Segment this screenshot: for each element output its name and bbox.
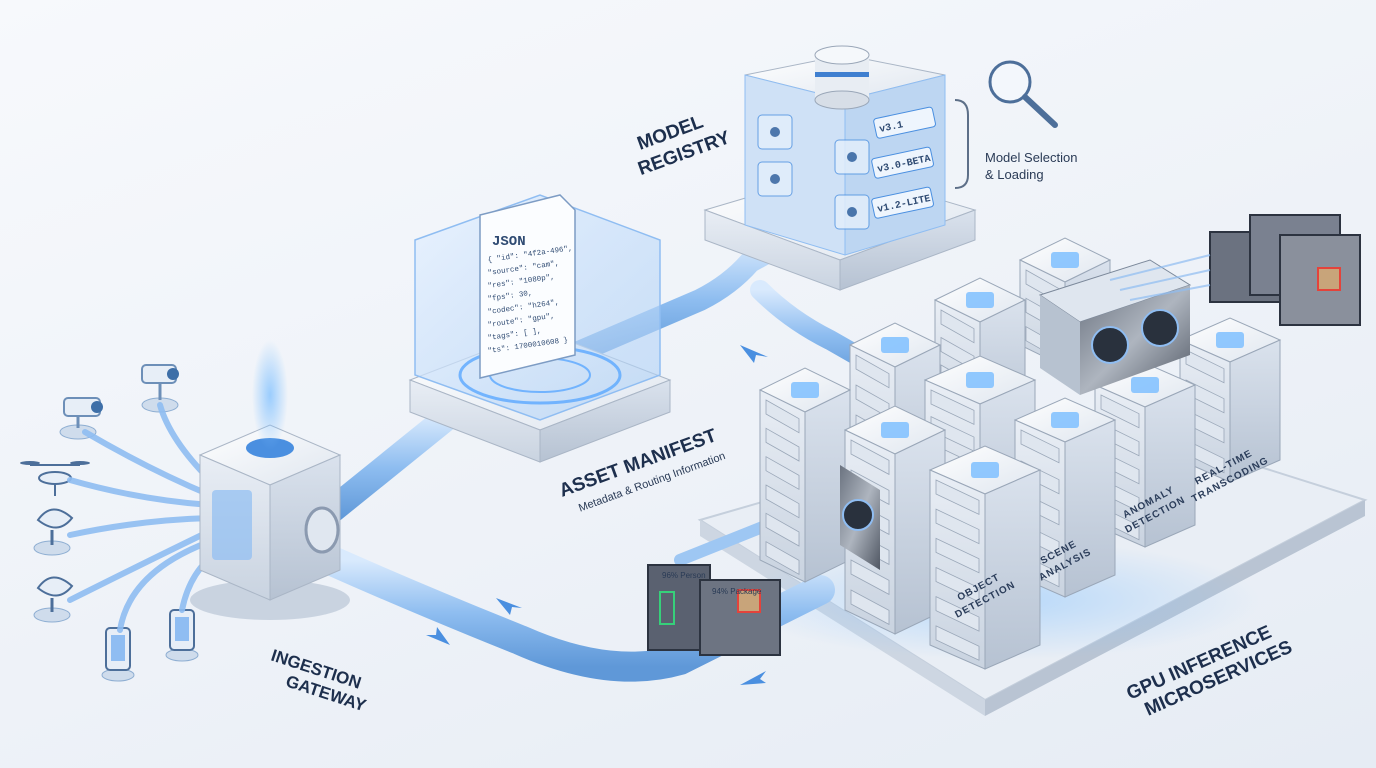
ingestion-gateway [190, 340, 350, 620]
video-frames-in: 96% Person 94% Package [647, 564, 781, 656]
video-frames-out [1109, 214, 1361, 326]
model-version-tag: v3.1 [879, 120, 905, 136]
camera-icon [59, 397, 103, 440]
server-rack [928, 445, 1042, 670]
model-selection-line1: Model Selection [985, 150, 1078, 165]
model-selection-line2: & Loading [985, 167, 1044, 182]
database-icon [814, 45, 870, 110]
video-frame [699, 579, 781, 656]
video-frame-label: 96% Person [662, 571, 706, 580]
magnifier-icon [988, 60, 1058, 128]
smartphone-icon [165, 609, 199, 662]
pipe-network [307, 229, 910, 685]
drone-icon [20, 461, 90, 496]
gpu-card-icon [840, 465, 880, 570]
label-model-registry: MODEL REGISTRY [635, 111, 734, 180]
label-ingestion-gateway: INGESTION GATEWAY [269, 646, 369, 716]
server-rack [758, 367, 852, 583]
camera-icon [141, 364, 179, 413]
server-racks [758, 237, 1282, 670]
video-frame-label: 94% Package [712, 587, 762, 596]
satellite-dish-icon [33, 576, 74, 623]
edge-devices [20, 364, 223, 682]
gpu-card-icon [1038, 259, 1192, 395]
label-model-selection: Model Selection & Loading [985, 150, 1078, 182]
satellite-dish-icon [33, 508, 74, 556]
asset-manifest: JSON { "id": "4f2a-496", "source": "cam"… [408, 194, 672, 463]
smartphone-icon [101, 627, 135, 682]
json-doc-title: JSON [492, 234, 526, 250]
gpu-cluster: OBJECTDETECTIONSCENEANALYSISANOMALYDETEC… [758, 237, 1282, 670]
